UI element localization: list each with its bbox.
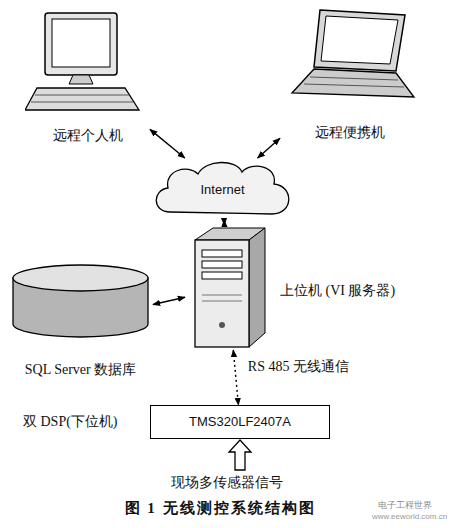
database-cylinder-shape: [8, 262, 153, 344]
server-tower: 上位机 (VI 服务器): [185, 225, 270, 350]
edge-label: RS 485 无线通信: [248, 358, 349, 376]
watermark: www.eeworld.com.cn: [372, 512, 447, 521]
node-label: SQL Server 数据库: [8, 362, 153, 378]
desktop-computer-shape: [25, 8, 150, 113]
node-label: 上位机 (VI 服务器): [280, 283, 395, 299]
laptop-computer-shape: [280, 5, 420, 105]
hollow-arrow: [229, 440, 251, 470]
signal-label: 现场多传感器信号: [0, 474, 454, 492]
node-label: 远程个人机: [25, 128, 150, 144]
wireless-link: [233, 350, 238, 405]
connector-arrow: [150, 129, 185, 158]
process-box: TMS320LF2407A双 DSP(下位机): [150, 405, 330, 439]
internet-cloud: Internet: [150, 158, 295, 220]
laptop-computer: 远程便携机: [280, 5, 420, 148]
cloud-label: Internet: [150, 182, 295, 198]
server-tower-shape: [185, 225, 270, 350]
database-cylinder: SQL Server 数据库: [8, 262, 153, 380]
connector-arrow: [223, 220, 225, 225]
node-heading: 双 DSP(下位机): [23, 414, 118, 430]
connector-arrow: [258, 138, 280, 158]
watermark: 电子工程世界: [378, 499, 432, 512]
connector-arrow: [153, 297, 185, 304]
node-label: 远程便携机: [280, 125, 420, 141]
desktop-computer: 远程个人机: [25, 8, 150, 148]
box-label: TMS320LF2407A: [151, 414, 329, 430]
figure-caption: 图 1 无线测控系统结构图: [0, 499, 440, 518]
